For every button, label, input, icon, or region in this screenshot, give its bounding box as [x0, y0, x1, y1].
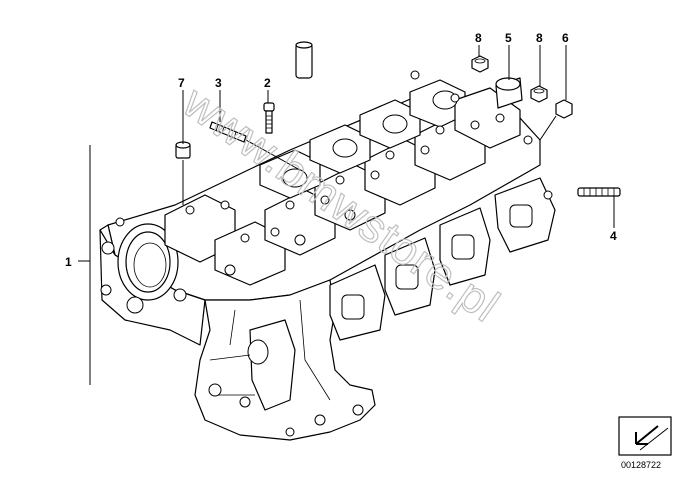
arrow-down-left-icon	[635, 425, 659, 445]
callout-2: 2	[264, 76, 271, 90]
part-8-nut-b	[530, 85, 548, 103]
cam-towers-front	[164, 114, 486, 286]
part-6-plug	[555, 99, 573, 119]
part-3-stud	[209, 121, 247, 143]
callout-1: 1	[65, 255, 72, 269]
callout-6: 6	[562, 31, 569, 45]
cylinder-head	[99, 70, 556, 441]
part-4-stud	[577, 187, 621, 197]
part-2-bolt	[263, 102, 275, 134]
reference-number: 00128722	[621, 460, 661, 470]
lower-runners	[208, 299, 364, 437]
direction-symbol	[618, 416, 672, 456]
callout-8-right: 8	[536, 31, 543, 45]
leader-lines	[78, 45, 615, 385]
deck-bolts	[185, 70, 533, 276]
exhaust-ports	[329, 177, 556, 341]
part-8-nut-a	[471, 55, 489, 73]
callout-5: 5	[505, 31, 512, 45]
callout-4: 4	[610, 229, 617, 243]
callout-labels: 1 2 3 4 5 6 7 8 8	[65, 31, 617, 269]
callout-8-left: 8	[475, 31, 482, 45]
dowel-sleeve	[295, 41, 313, 79]
part-7-sleeve	[175, 141, 191, 159]
callout-7: 7	[178, 76, 185, 90]
callout-3: 3	[215, 76, 222, 90]
part-5-cap	[495, 77, 523, 109]
